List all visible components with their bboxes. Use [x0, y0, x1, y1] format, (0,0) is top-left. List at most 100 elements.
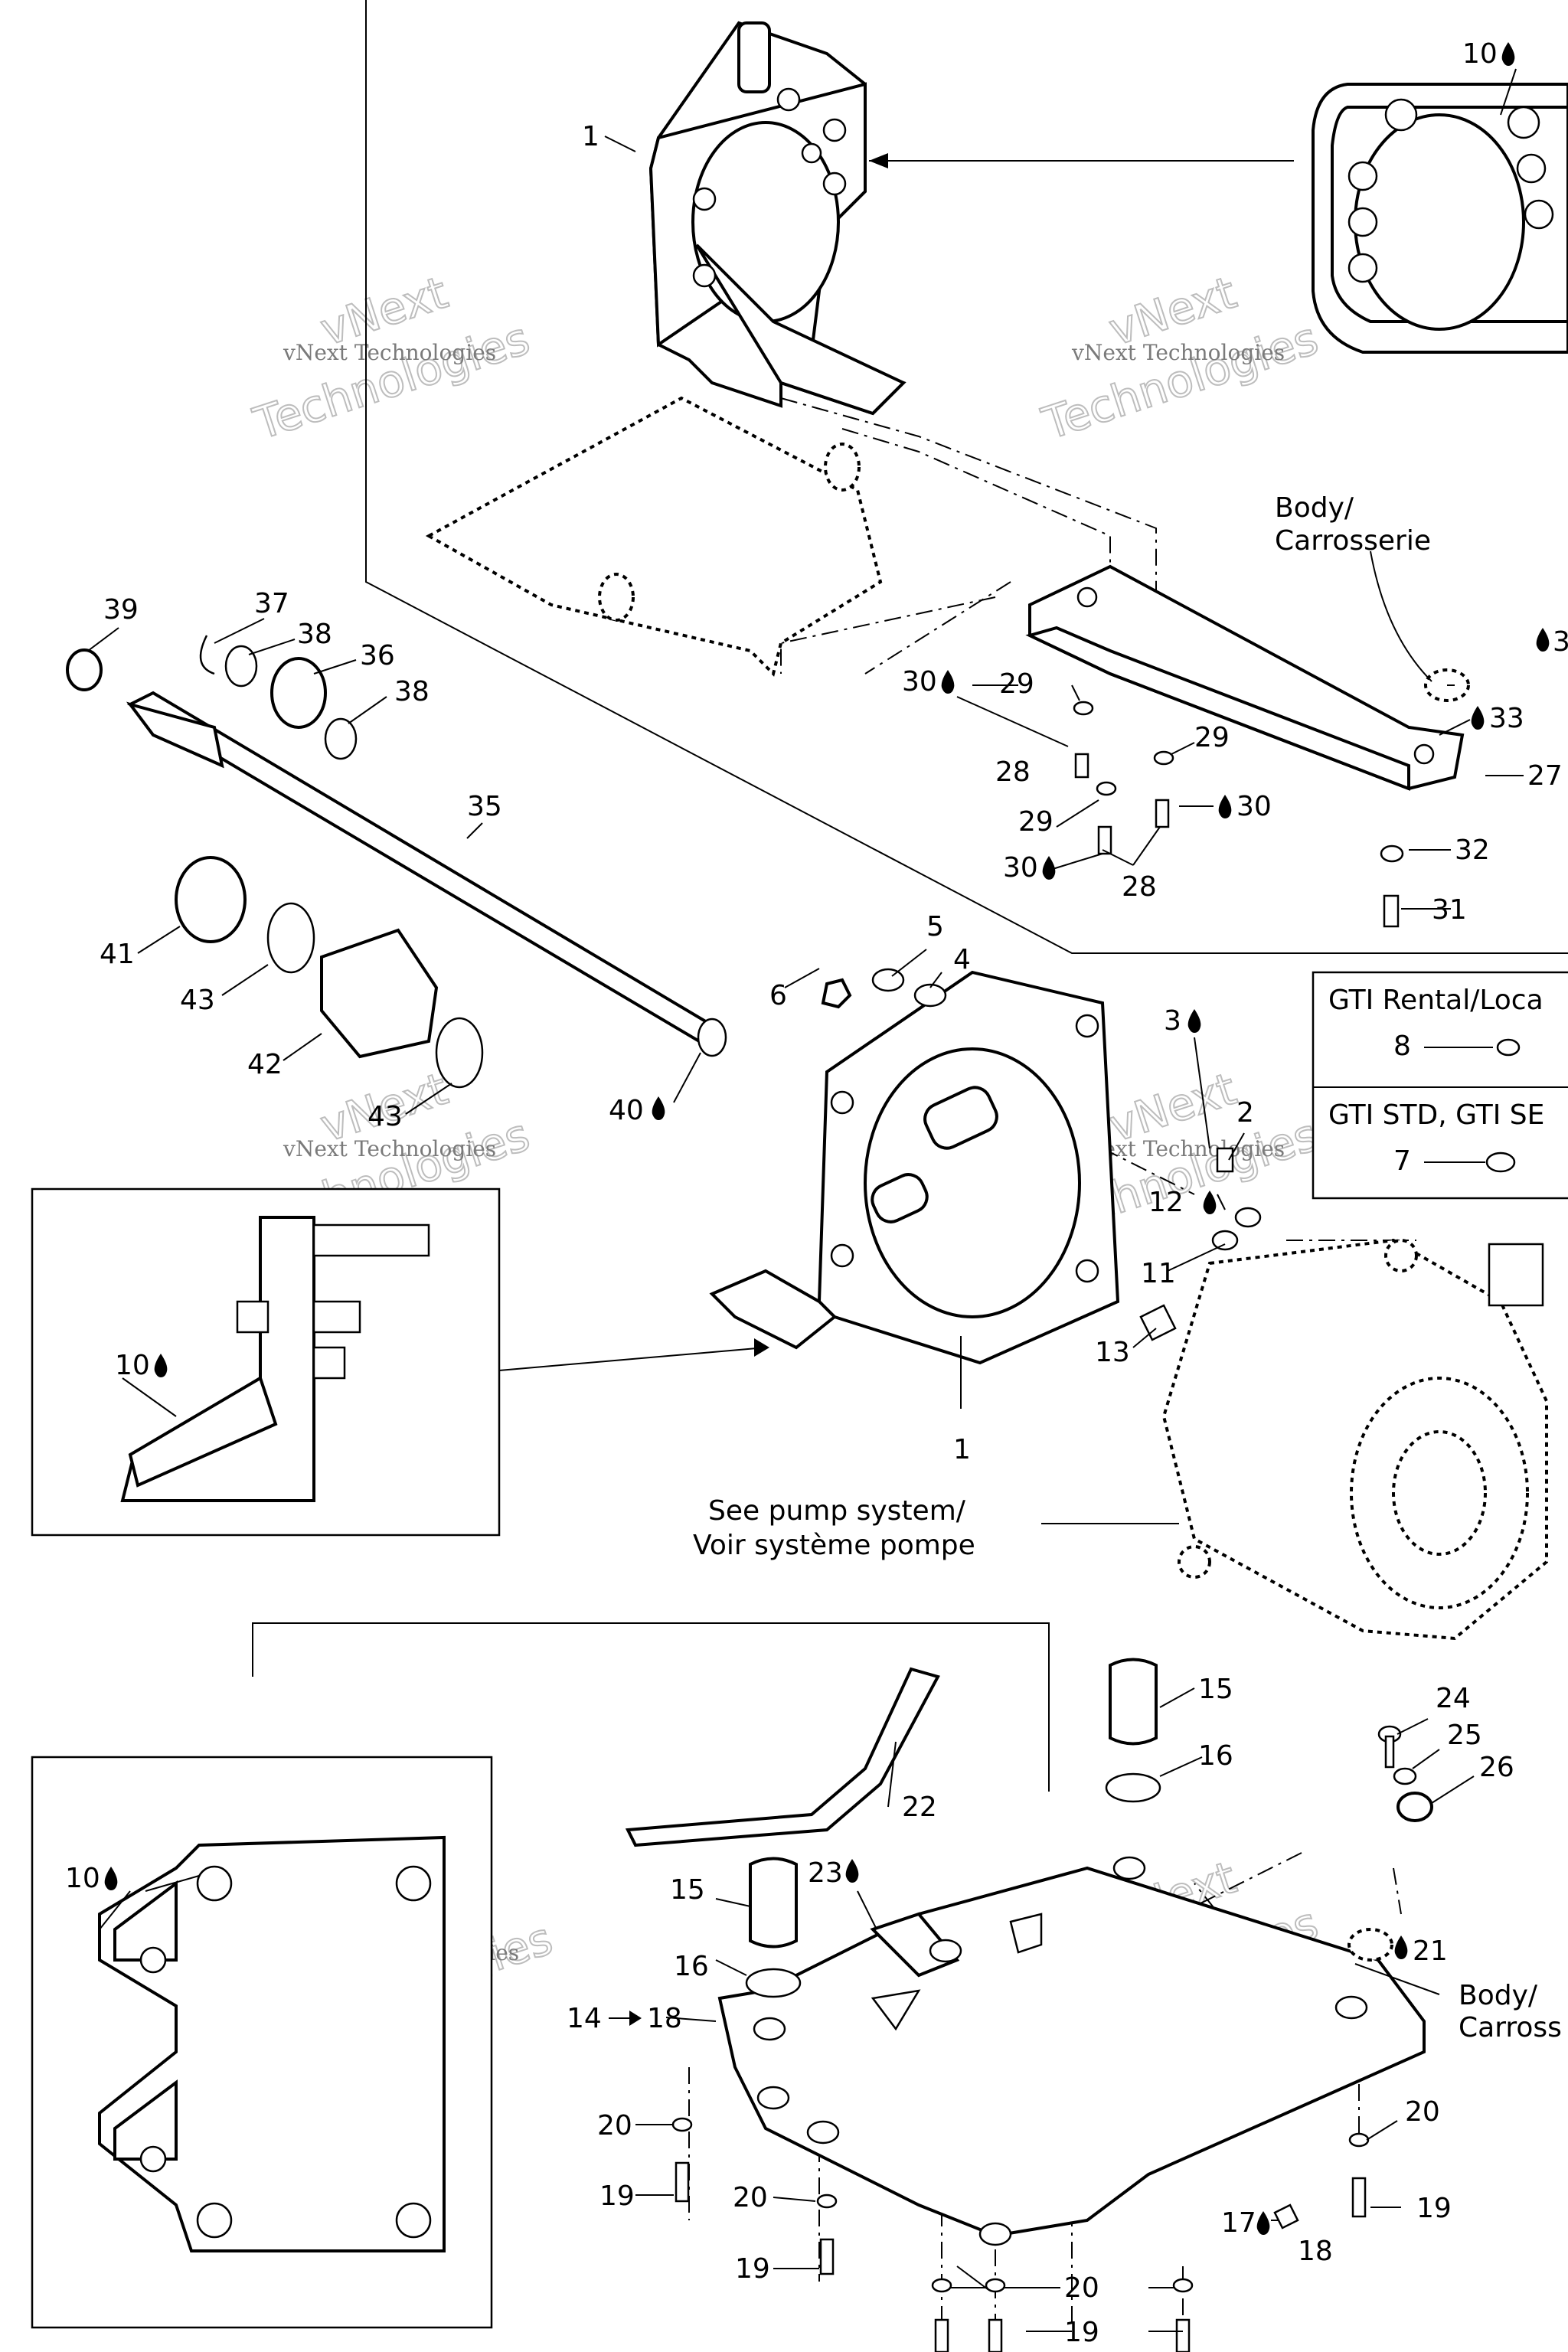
callout-31: 31 — [1432, 894, 1467, 926]
callout-35: 35 — [467, 791, 502, 822]
callout-17: 17 — [1221, 2207, 1256, 2239]
callout-20-d: 20 — [1064, 2272, 1099, 2304]
drop-icon — [941, 670, 955, 694]
svg-text:vNext Technologies: vNext Technologies — [283, 1136, 496, 1161]
watermark-1: vNext Technologies vNext Technologies — [247, 266, 536, 451]
callout-12: 12 — [1148, 1187, 1184, 1218]
flange-detail-view — [869, 83, 1568, 354]
bolts-top — [1073, 701, 1404, 928]
drop-icon — [845, 1859, 859, 1883]
drop-icon — [1471, 706, 1485, 730]
callout-29-c: 29 — [1194, 722, 1230, 753]
callout-20-c: 20 — [1405, 2096, 1440, 2128]
callout-19-d: 19 — [1064, 2317, 1099, 2348]
shaft-seals — [66, 635, 484, 1089]
body-note-bottom-line1: Body/ — [1459, 1980, 1538, 2011]
drop-icon — [652, 1096, 665, 1120]
body-note-top-line1: Body/ — [1275, 492, 1354, 524]
body-note-bottom-line2: Carross — [1459, 2012, 1562, 2043]
drop-icon — [1042, 856, 1056, 880]
support-bracket — [1025, 564, 1470, 791]
callout-33: 33 — [1489, 703, 1524, 734]
callout-10-inset1: 10 — [115, 1350, 150, 1381]
washers-mid — [821, 968, 947, 1009]
callout-7: 7 — [1393, 1145, 1411, 1177]
callout-29-a: 29 — [999, 668, 1034, 700]
drop-icon — [1394, 1936, 1408, 1959]
callout-40: 40 — [609, 1095, 644, 1126]
callout-25: 25 — [1447, 1720, 1482, 1751]
leader-lines — [87, 68, 1524, 2332]
callout-26: 26 — [1479, 1752, 1514, 1783]
callout-43-b: 43 — [368, 1101, 403, 1132]
callout-19-b: 19 — [735, 2253, 770, 2285]
callout-43-a: 43 — [180, 985, 215, 1016]
callout-11: 11 — [1141, 1258, 1176, 1289]
callout-15-a: 15 — [1198, 1674, 1233, 1705]
callout-16-a: 16 — [1198, 1740, 1233, 1772]
callout-24: 24 — [1436, 1683, 1471, 1714]
callout-20-b: 20 — [733, 2182, 768, 2213]
callout-15-b: 15 — [670, 1874, 705, 1906]
drop-icon — [104, 1867, 118, 1890]
callout-10-top: 10 — [1462, 38, 1498, 70]
callout-1-top: 1 — [582, 121, 599, 152]
pump-note-line1: See pump system/ — [708, 1495, 966, 1527]
drop-icon — [154, 1354, 168, 1377]
inset-view-1 — [31, 1187, 769, 1537]
callout-19-c: 19 — [1416, 2193, 1452, 2224]
callout-21: 21 — [1413, 1936, 1448, 1967]
drop-icon — [1187, 1009, 1201, 1033]
pump-note-line2: Voir système pompe — [693, 1530, 975, 1561]
callout-8: 8 — [1393, 1031, 1411, 1062]
bottom-plate — [717, 1856, 1426, 2246]
callout-32: 32 — [1455, 835, 1490, 866]
callout-6: 6 — [769, 980, 787, 1011]
callout-42: 42 — [247, 1049, 283, 1080]
callout-39: 39 — [103, 594, 139, 626]
callout-2: 2 — [1236, 1097, 1254, 1129]
callout-36: 36 — [360, 640, 395, 671]
svg-text:vNext Technologies: vNext Technologies — [283, 340, 496, 365]
callout-38-a: 38 — [297, 619, 332, 650]
callout-23: 23 — [808, 1857, 843, 1889]
callout-30-b: 30 — [1003, 852, 1038, 884]
bottom-strip — [625, 1667, 940, 1847]
drop-icon — [1256, 2211, 1270, 2235]
callout-1-mid: 1 — [953, 1434, 971, 1465]
callout-13: 13 — [1095, 1337, 1130, 1368]
callout-3-right: 3 — [1553, 626, 1568, 658]
body-note-top-line2: Carrosserie — [1275, 525, 1431, 557]
callout-10-inset2: 10 — [65, 1863, 100, 1894]
gti-rental-label: GTI Rental/Loca — [1328, 985, 1544, 1016]
callout-14: 14 — [567, 2003, 602, 2034]
watermark-2: vNext Technologies vNext Technologies — [1035, 266, 1325, 451]
fittings — [745, 1658, 1161, 1998]
callout-3: 3 — [1164, 1005, 1181, 1037]
ride-plate-dotted — [425, 396, 883, 677]
callout-28-b: 28 — [1122, 871, 1157, 903]
arrow-icon — [629, 2011, 642, 2026]
bolts-bottom — [671, 2117, 1370, 2352]
drop-icon — [1536, 628, 1550, 652]
callout-30-a: 30 — [902, 666, 937, 697]
callout-37: 37 — [254, 588, 289, 619]
callout-29-b: 29 — [1018, 806, 1054, 838]
callout-41: 41 — [100, 939, 135, 970]
pump-housing-dotted — [1161, 1238, 1548, 1641]
callout-5: 5 — [926, 911, 944, 942]
callout-27: 27 — [1527, 760, 1563, 792]
callout-18-a: 18 — [647, 2003, 682, 2034]
callout-19-a: 19 — [599, 2180, 635, 2212]
drive-shaft — [126, 691, 727, 1057]
callout-18-b: 18 — [1298, 2236, 1333, 2267]
callout-16-b: 16 — [674, 1951, 709, 1982]
callout-20-a: 20 — [597, 2110, 632, 2141]
callout-28-a: 28 — [995, 756, 1031, 788]
callout-4: 4 — [953, 944, 971, 975]
top-flange-part — [648, 21, 906, 416]
callout-30-c: 30 — [1236, 791, 1272, 822]
screw-grommet — [1348, 1725, 1433, 1962]
gti-info-box: GTI Rental/Loca 8 GTI STD, GTI SE 7 — [1312, 971, 1568, 1307]
